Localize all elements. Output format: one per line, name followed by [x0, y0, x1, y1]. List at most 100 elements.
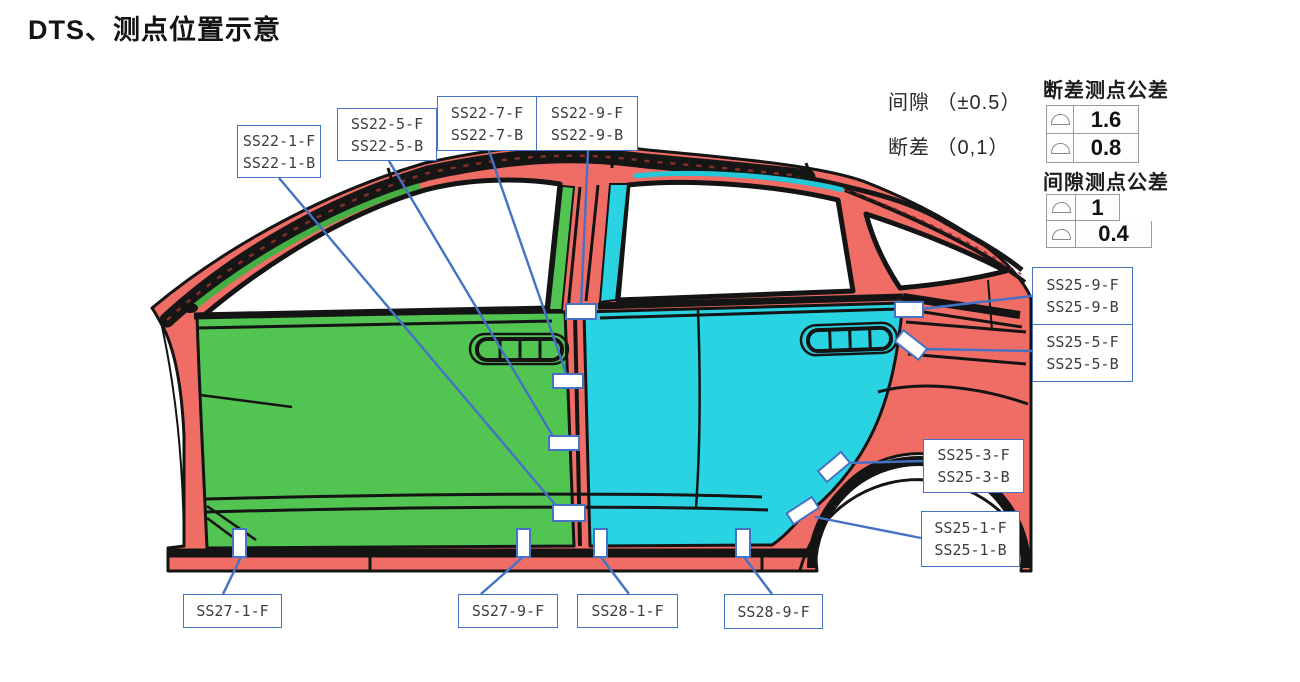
callout-ss28-1: SS28-1-F: [577, 594, 678, 628]
gap-tolerance-table: 1 0.4: [1046, 194, 1152, 248]
door-molding-1: [205, 492, 763, 501]
callout-ss25-3: SS25-3-F SS25-3-B: [923, 439, 1024, 493]
callout-line: SS25-5-F: [1046, 333, 1119, 351]
callout-line: SS25-1-F: [934, 519, 1007, 537]
leader-ss27-1: [221, 556, 243, 595]
flush-tolerance-title: 断差测点公差: [1043, 80, 1169, 102]
quarter-line-2: [907, 352, 1027, 366]
b-pillar-seam-1: [566, 186, 582, 311]
leader-ss22-1: [278, 177, 559, 509]
fender-top-line: [877, 384, 1029, 406]
measure-point-ss27-1: [232, 528, 247, 558]
callout-ss27-9: SS27-9-F: [458, 594, 558, 628]
table-row: 1: [1046, 194, 1152, 221]
callout-line: SS25-9-B: [1046, 298, 1119, 316]
callout-line: SS22-9-F: [550, 103, 624, 122]
callout-line: SS25-3-B: [937, 468, 1010, 486]
rear-belt-line2: [599, 307, 901, 320]
b-pillar-cyan-strip: [598, 183, 630, 304]
door-molding-2: [204, 505, 769, 514]
table-row: 0.8: [1046, 134, 1139, 163]
dome-profile-icon: [1050, 142, 1070, 154]
flush-spec-text: 断差 （0,1）: [888, 137, 1010, 159]
quarter-seam: [987, 279, 993, 331]
gap-tolerance-title: 间隙测点公差: [1043, 172, 1169, 194]
callout-line: SS22-5-B: [350, 136, 424, 155]
front-door-handle: [468, 332, 570, 366]
callout-ss28-9: SS28-9-F: [724, 594, 823, 629]
callout-line: SS22-1-B: [242, 153, 316, 172]
callout-ss22-1: SS22-1-F SS22-1-B: [237, 125, 321, 178]
a-pillar-door-frame: [191, 183, 421, 311]
quarter-belt-band: [902, 293, 1021, 319]
rear-door-window: [615, 179, 856, 303]
callout-line: SS22-9-B: [550, 125, 624, 144]
b-pillar-seam-2: [584, 184, 600, 302]
callout-line: SS27-9-F: [471, 602, 545, 620]
leader-ss25-1: [814, 515, 922, 540]
front-door: [195, 310, 576, 550]
flush-tolerance-value: 1.6: [1074, 105, 1139, 134]
gap-tolerance-value: 0.4: [1076, 221, 1152, 248]
flush-tolerance-value: 0.8: [1074, 134, 1139, 163]
measure-point-ss22-9: [565, 303, 597, 320]
leader-ss25-3: [846, 459, 924, 465]
callout-ss22-7: SS22-7-F SS22-7-B: [437, 96, 537, 151]
front-belt-band: [193, 305, 551, 320]
rear-belt-band: [597, 293, 904, 310]
measure-point-ss25-3: [816, 450, 852, 484]
table-row: 1.6: [1046, 105, 1139, 134]
callout-line: SS25-9-F: [1046, 276, 1119, 294]
measure-point-ss27-9: [516, 528, 531, 558]
roof-seam-1: [386, 167, 394, 182]
callout-line: SS25-5-B: [1046, 355, 1119, 373]
front-door-window: [200, 177, 563, 319]
leader-ss22-7: [487, 150, 569, 377]
leader-ss28-9: [743, 556, 773, 595]
roof-band-hatch: [166, 154, 809, 321]
measure-point-ss22-7: [552, 373, 584, 389]
c-pillar-hatch: [827, 183, 1023, 276]
callout-line: SS25-1-B: [934, 541, 1007, 559]
leader-ss28-1: [600, 556, 630, 595]
leader-ss22-9: [579, 150, 590, 307]
rear-door-crease: [694, 309, 701, 509]
callout-ss22-5: SS22-5-F SS22-5-B: [337, 108, 437, 161]
callout-line: SS22-7-F: [450, 103, 524, 122]
gap-tolerance-value: 1: [1076, 194, 1120, 221]
leader-ss25-5: [923, 347, 1033, 353]
flush-tolerance-table: 1.6 0.8: [1046, 105, 1139, 163]
front-fender-line: [160, 321, 185, 544]
c-pillar-band-upper: [799, 173, 1024, 272]
measure-point-ss25-5: [893, 328, 929, 362]
measure-point-ss22-1: [552, 504, 586, 522]
callout-ss25-5: SS25-5-F SS25-5-B: [1032, 324, 1133, 382]
leader-ss27-9: [480, 556, 524, 595]
quarter-window: [863, 211, 1009, 291]
front-corner-crease-1: [206, 504, 257, 542]
callout-ss27-1: SS27-1-F: [183, 594, 282, 628]
front-door-crease: [199, 393, 293, 409]
page-title: DTS、测点位置示意: [28, 15, 281, 45]
measure-point-ss28-9: [735, 528, 751, 558]
callout-line: SS28-9-F: [737, 602, 810, 621]
leader-ss22-5: [387, 160, 556, 439]
callout-ss22-9: SS22-9-F SS22-9-B: [536, 96, 638, 151]
callout-ss25-9: SS25-9-F SS25-9-B: [1032, 267, 1133, 325]
callout-line: SS28-1-F: [591, 602, 664, 620]
dome-profile-icon: [1051, 202, 1071, 213]
callout-line: SS22-5-F: [350, 114, 424, 133]
callout-line: SS27-1-F: [196, 602, 269, 620]
callout-line: SS22-7-B: [450, 125, 524, 144]
table-row: 0.4: [1046, 221, 1152, 248]
mirror-mount: [182, 303, 198, 313]
dome-profile-icon: [1050, 114, 1070, 125]
callout-line: SS25-3-F: [937, 446, 1010, 464]
measure-point-ss25-9: [894, 301, 924, 318]
gap-spec-text: 间隙 （±0.5）: [888, 92, 1022, 114]
measure-point-ss25-1: [785, 495, 821, 526]
rear-roof-door-frame: [633, 170, 844, 193]
quarter-line-1: [905, 320, 1027, 334]
